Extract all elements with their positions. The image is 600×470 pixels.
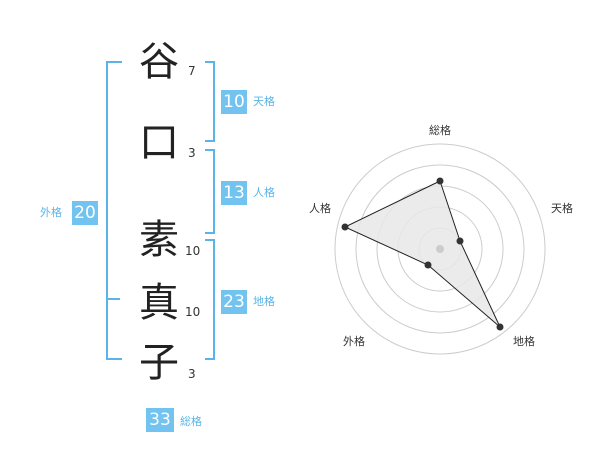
radar-ring-5 <box>334 143 546 355</box>
radar-axis-label-gaikaku: 外格 <box>343 334 365 348</box>
chikaku-value: 23 <box>221 290 247 314</box>
stroke-count-1: 7 <box>188 64 196 78</box>
radar-chart: 総格 天格 地格 外格 人格 <box>309 123 573 355</box>
radar-polygon <box>343 180 501 328</box>
gaikaku-label: 外格 <box>40 206 62 219</box>
stroke-count-5: 3 <box>188 367 196 381</box>
jinkaku-value: 13 <box>221 181 247 205</box>
chikaku-bracket <box>205 239 215 360</box>
soukaku-value: 33 <box>146 408 174 432</box>
gaikaku-value: 20 <box>72 201 98 225</box>
stroke-count-2: 3 <box>188 146 196 160</box>
name-char-3: 素 <box>139 217 179 263</box>
jinkaku-bracket <box>205 149 215 234</box>
name-char-2: 口 <box>139 120 179 166</box>
radar-axis-label-soukaku: 総格 <box>429 123 451 137</box>
radar-point-gaikaku <box>424 261 432 269</box>
soukaku-label: 総格 <box>180 415 202 428</box>
name-char-4: 真 <box>139 280 179 326</box>
chikaku-label: 地格 <box>253 295 275 308</box>
stroke-count-3: 10 <box>185 244 201 258</box>
tenkaku-bracket <box>205 61 215 142</box>
tenkaku-value: 10 <box>221 90 247 114</box>
radar-axis-label-jinkaku: 人格 <box>309 201 331 215</box>
radar-point-soukaku <box>436 177 444 185</box>
gaikaku-bracket-tick <box>106 298 120 300</box>
name-char-1: 谷 <box>139 39 179 85</box>
jinkaku-label: 人格 <box>253 186 275 199</box>
radar-point-tenkaku <box>456 237 464 245</box>
stroke-count-4: 10 <box>185 305 201 319</box>
radar-point-chikaku <box>496 323 504 331</box>
tenkaku-label: 天格 <box>253 95 275 108</box>
radar-center <box>436 245 444 253</box>
radar-axis-label-tenkaku: 天格 <box>551 201 573 215</box>
radar-axis-label-chikaku: 地格 <box>513 334 535 348</box>
radar-point-jinkaku <box>341 223 349 231</box>
radar-ring-4 <box>355 164 525 334</box>
gaikaku-bracket <box>106 61 122 360</box>
name-char-5: 子 <box>139 340 179 386</box>
